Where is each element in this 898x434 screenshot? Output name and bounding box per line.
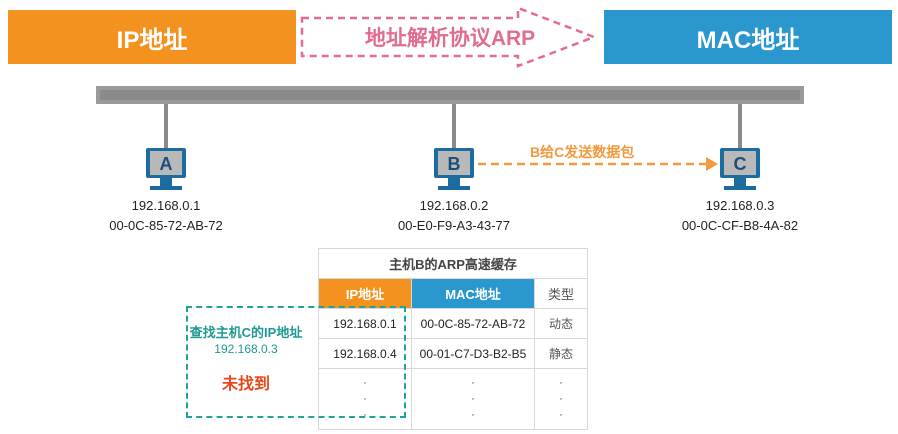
arp-header-ip: IP地址	[318, 278, 412, 309]
host-a-info: 192.168.0.1 00-0C-85-72-AB-72	[86, 196, 246, 236]
computer-c-letter: C	[734, 154, 747, 174]
row-type: 动态	[534, 308, 588, 339]
table-row-ellipsis: ··· ··· ···	[318, 368, 588, 430]
host-b-mac: 00-E0-F9-A3-43-77	[398, 218, 510, 233]
lookup-ip: 192.168.0.3	[214, 342, 278, 356]
host-b-info: 192.168.0.2 00-E0-F9-A3-43-77	[374, 196, 534, 236]
ip-address-banner-label: IP地址	[116, 26, 188, 54]
arp-table-caption: 主机B的ARP高速缓存	[318, 248, 588, 279]
arp-arrow-label: 地址解析协议ARP	[364, 27, 536, 50]
lookup-title: 查找主机C的IP地址	[189, 325, 303, 340]
row-type: 静态	[534, 338, 588, 369]
ellipsis-ip: ···	[318, 368, 412, 430]
arp-arrow	[300, 6, 598, 68]
mac-address-banner: MAC地址	[604, 10, 892, 64]
arp-header-type: 类型	[534, 278, 588, 309]
transfer-label: B给C发送数据包	[530, 144, 635, 160]
host-c-mac: 00-0C-CF-B8-4A-82	[681, 218, 799, 233]
lookup-highlight-box	[186, 306, 406, 418]
b-to-c-arrowhead	[706, 157, 718, 171]
lookup-result: 未找到	[221, 376, 270, 393]
mac-address-banner-label: MAC地址	[696, 26, 800, 54]
host-c-ip: 192.168.0.3	[705, 198, 775, 213]
host-b-ip: 192.168.0.2	[419, 198, 489, 213]
computer-c-icon	[720, 148, 760, 190]
host-a-ip: 192.168.0.1	[131, 198, 201, 213]
computer-a-icon	[146, 148, 186, 190]
host-a-mac: 00-0C-85-72-AB-72	[109, 218, 223, 233]
computer-b-letter: B	[448, 154, 461, 174]
ellipsis-mac: ···	[411, 368, 535, 430]
ellipsis-type: ···	[534, 368, 588, 430]
row-mac: 00-01-C7-D3-B2-B5	[411, 338, 535, 369]
ip-address-banner: IP地址	[8, 10, 296, 64]
row-mac: 00-0C-85-72-AB-72	[411, 308, 535, 339]
computer-b-icon	[434, 148, 474, 190]
host-c-info: 192.168.0.3 00-0C-CF-B8-4A-82	[660, 196, 820, 236]
computer-a-letter: A	[160, 154, 173, 174]
arp-cache-table: 主机B的ARP高速缓存 IP地址 MAC地址 类型 192.168.0.1 00…	[318, 248, 588, 430]
arp-header-mac: MAC地址	[411, 278, 535, 309]
row-ip: 192.168.0.1	[318, 308, 412, 339]
